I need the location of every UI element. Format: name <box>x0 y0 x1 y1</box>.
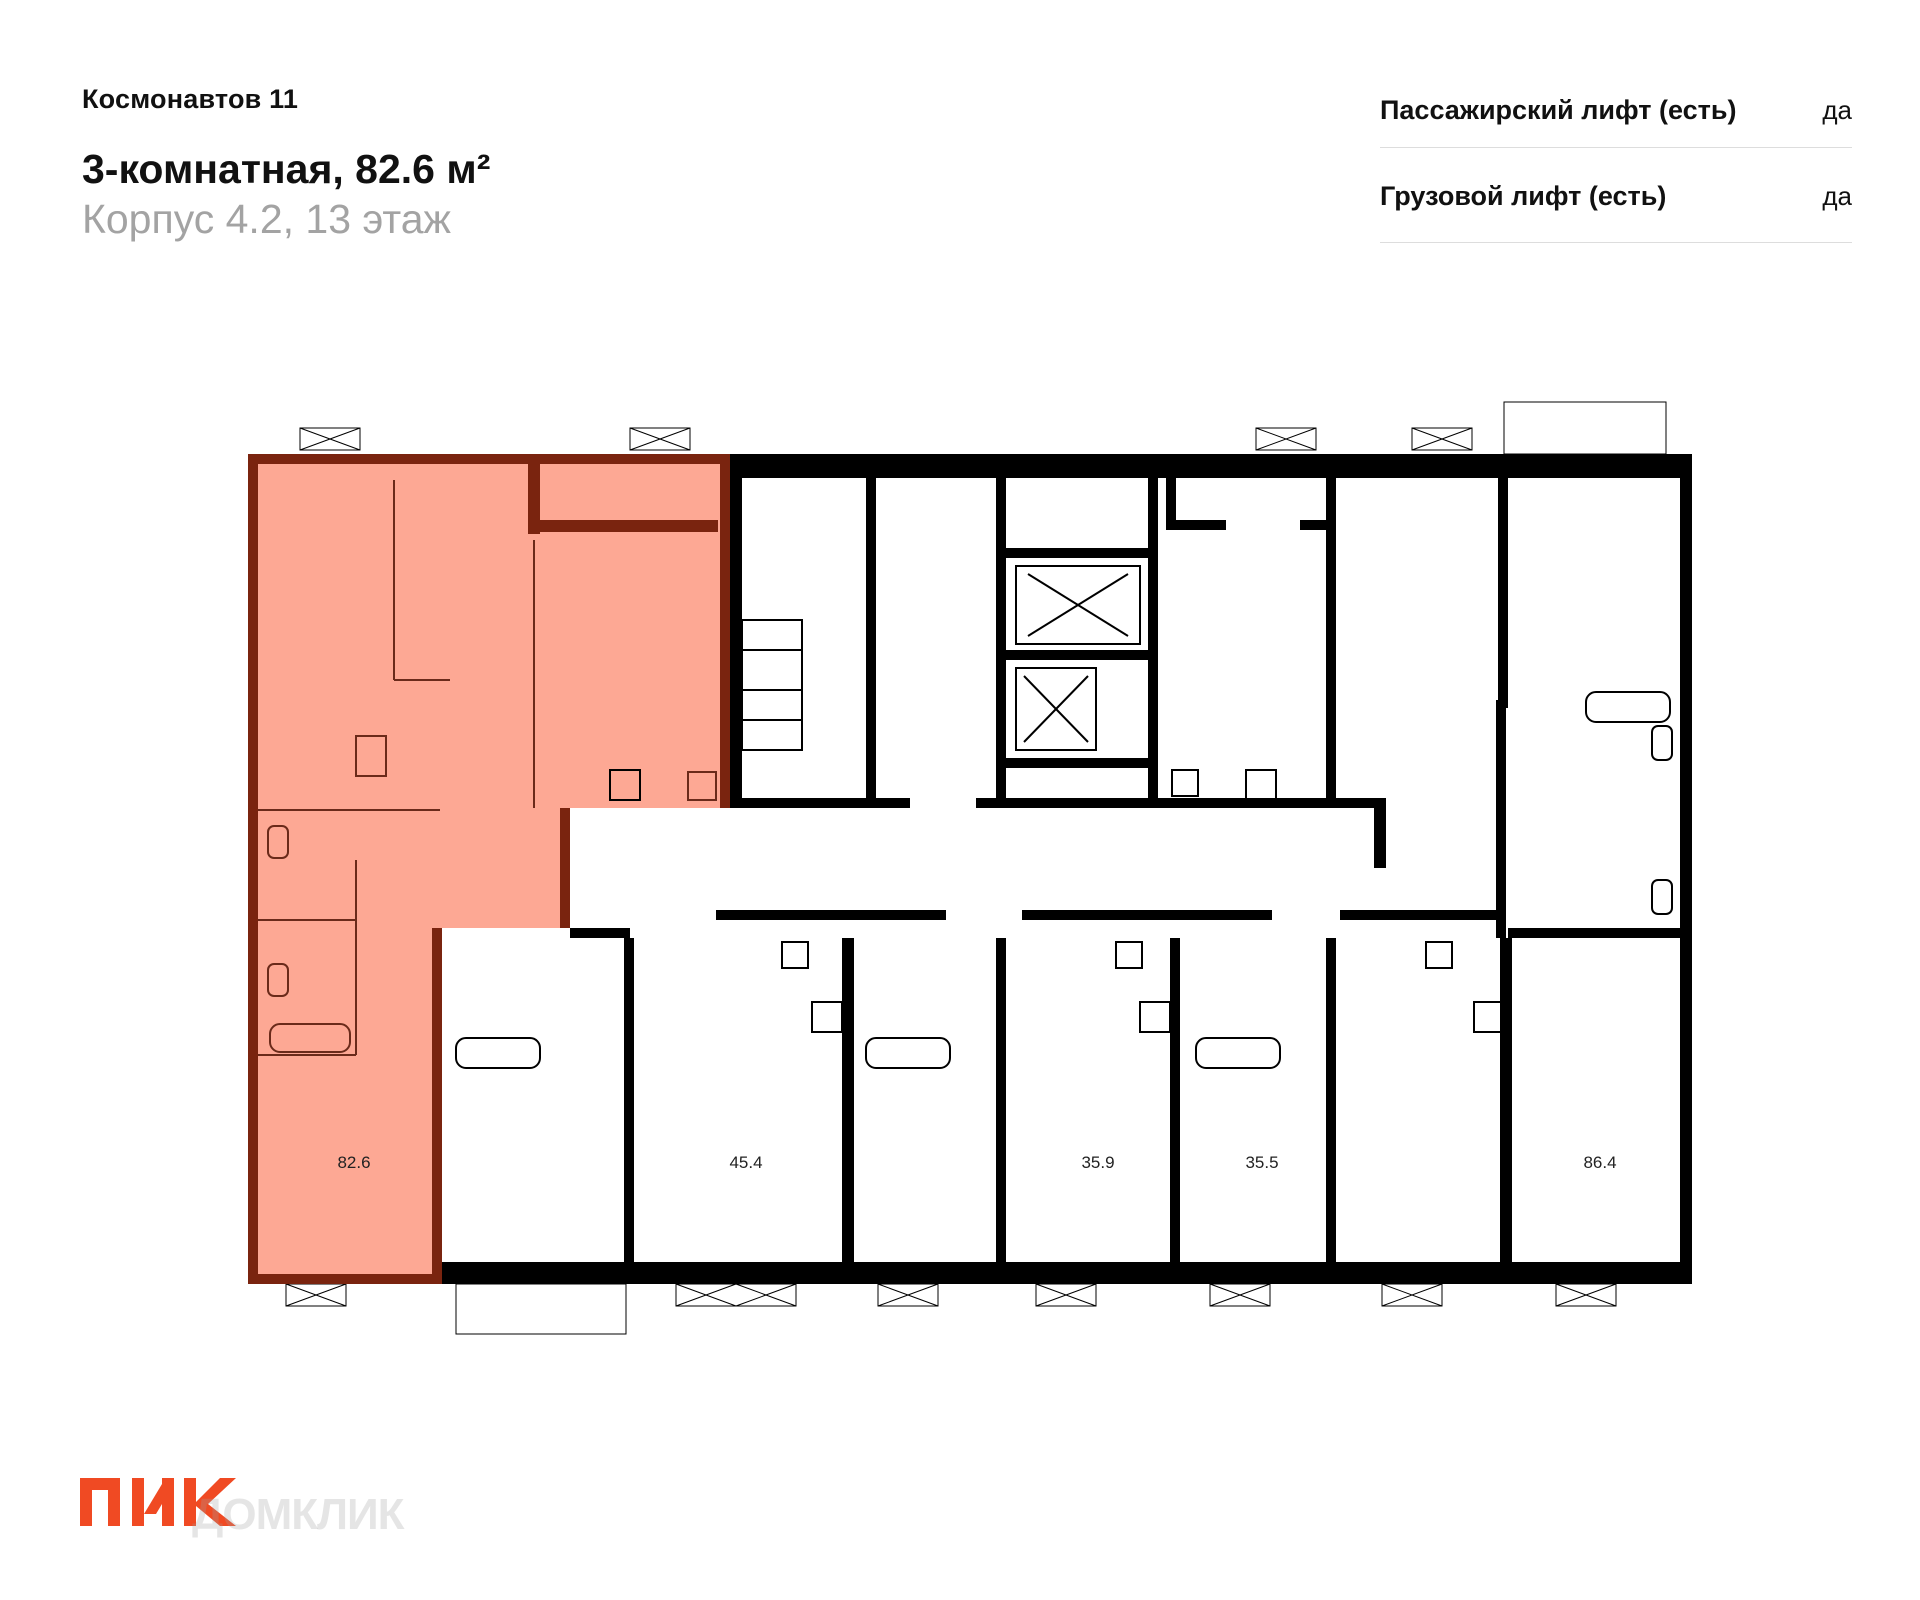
project-address: Космонавтов 11 <box>82 84 299 114</box>
feature-row-passenger-lift: Пассажирский лифт (есть) да <box>1380 72 1852 148</box>
watermark-text: ДОМКЛИК <box>192 1490 404 1539</box>
area-labels: 82.6 45.4 35.9 35.5 86.4 <box>337 1153 1616 1172</box>
fixtures <box>455 565 1673 1069</box>
features-list: Пассажирский лифт (есть) да Грузовой лиф… <box>1380 72 1852 243</box>
walls <box>442 454 1692 1284</box>
header: Космонавтов 11 3-комнатная, 82.6 м² Корп… <box>82 84 842 243</box>
brand-logo: ДОМКЛИК <box>80 1474 420 1544</box>
feature-row-freight-lift: Грузовой лифт (есть) да <box>1380 148 1852 243</box>
area-label: 82.6 <box>337 1153 370 1172</box>
area-label: 35.5 <box>1245 1153 1278 1172</box>
area-label: 86.4 <box>1583 1153 1616 1172</box>
unit-title: 3-комнатная, 82.6 м² <box>82 146 491 192</box>
feature-label: Грузовой лифт (есть) <box>1380 180 1667 211</box>
area-label: 35.9 <box>1081 1153 1114 1172</box>
feature-value: да <box>1822 180 1852 211</box>
window-markers <box>285 401 1667 1335</box>
pik-logo-icon <box>80 1478 236 1526</box>
feature-value: да <box>1822 95 1852 125</box>
feature-label: Пассажирский лифт (есть) <box>1380 95 1737 125</box>
unit-subtitle: Корпус 4.2, 13 этаж <box>82 196 451 242</box>
highlighted-apartment <box>248 454 730 1284</box>
area-label: 45.4 <box>729 1153 762 1172</box>
